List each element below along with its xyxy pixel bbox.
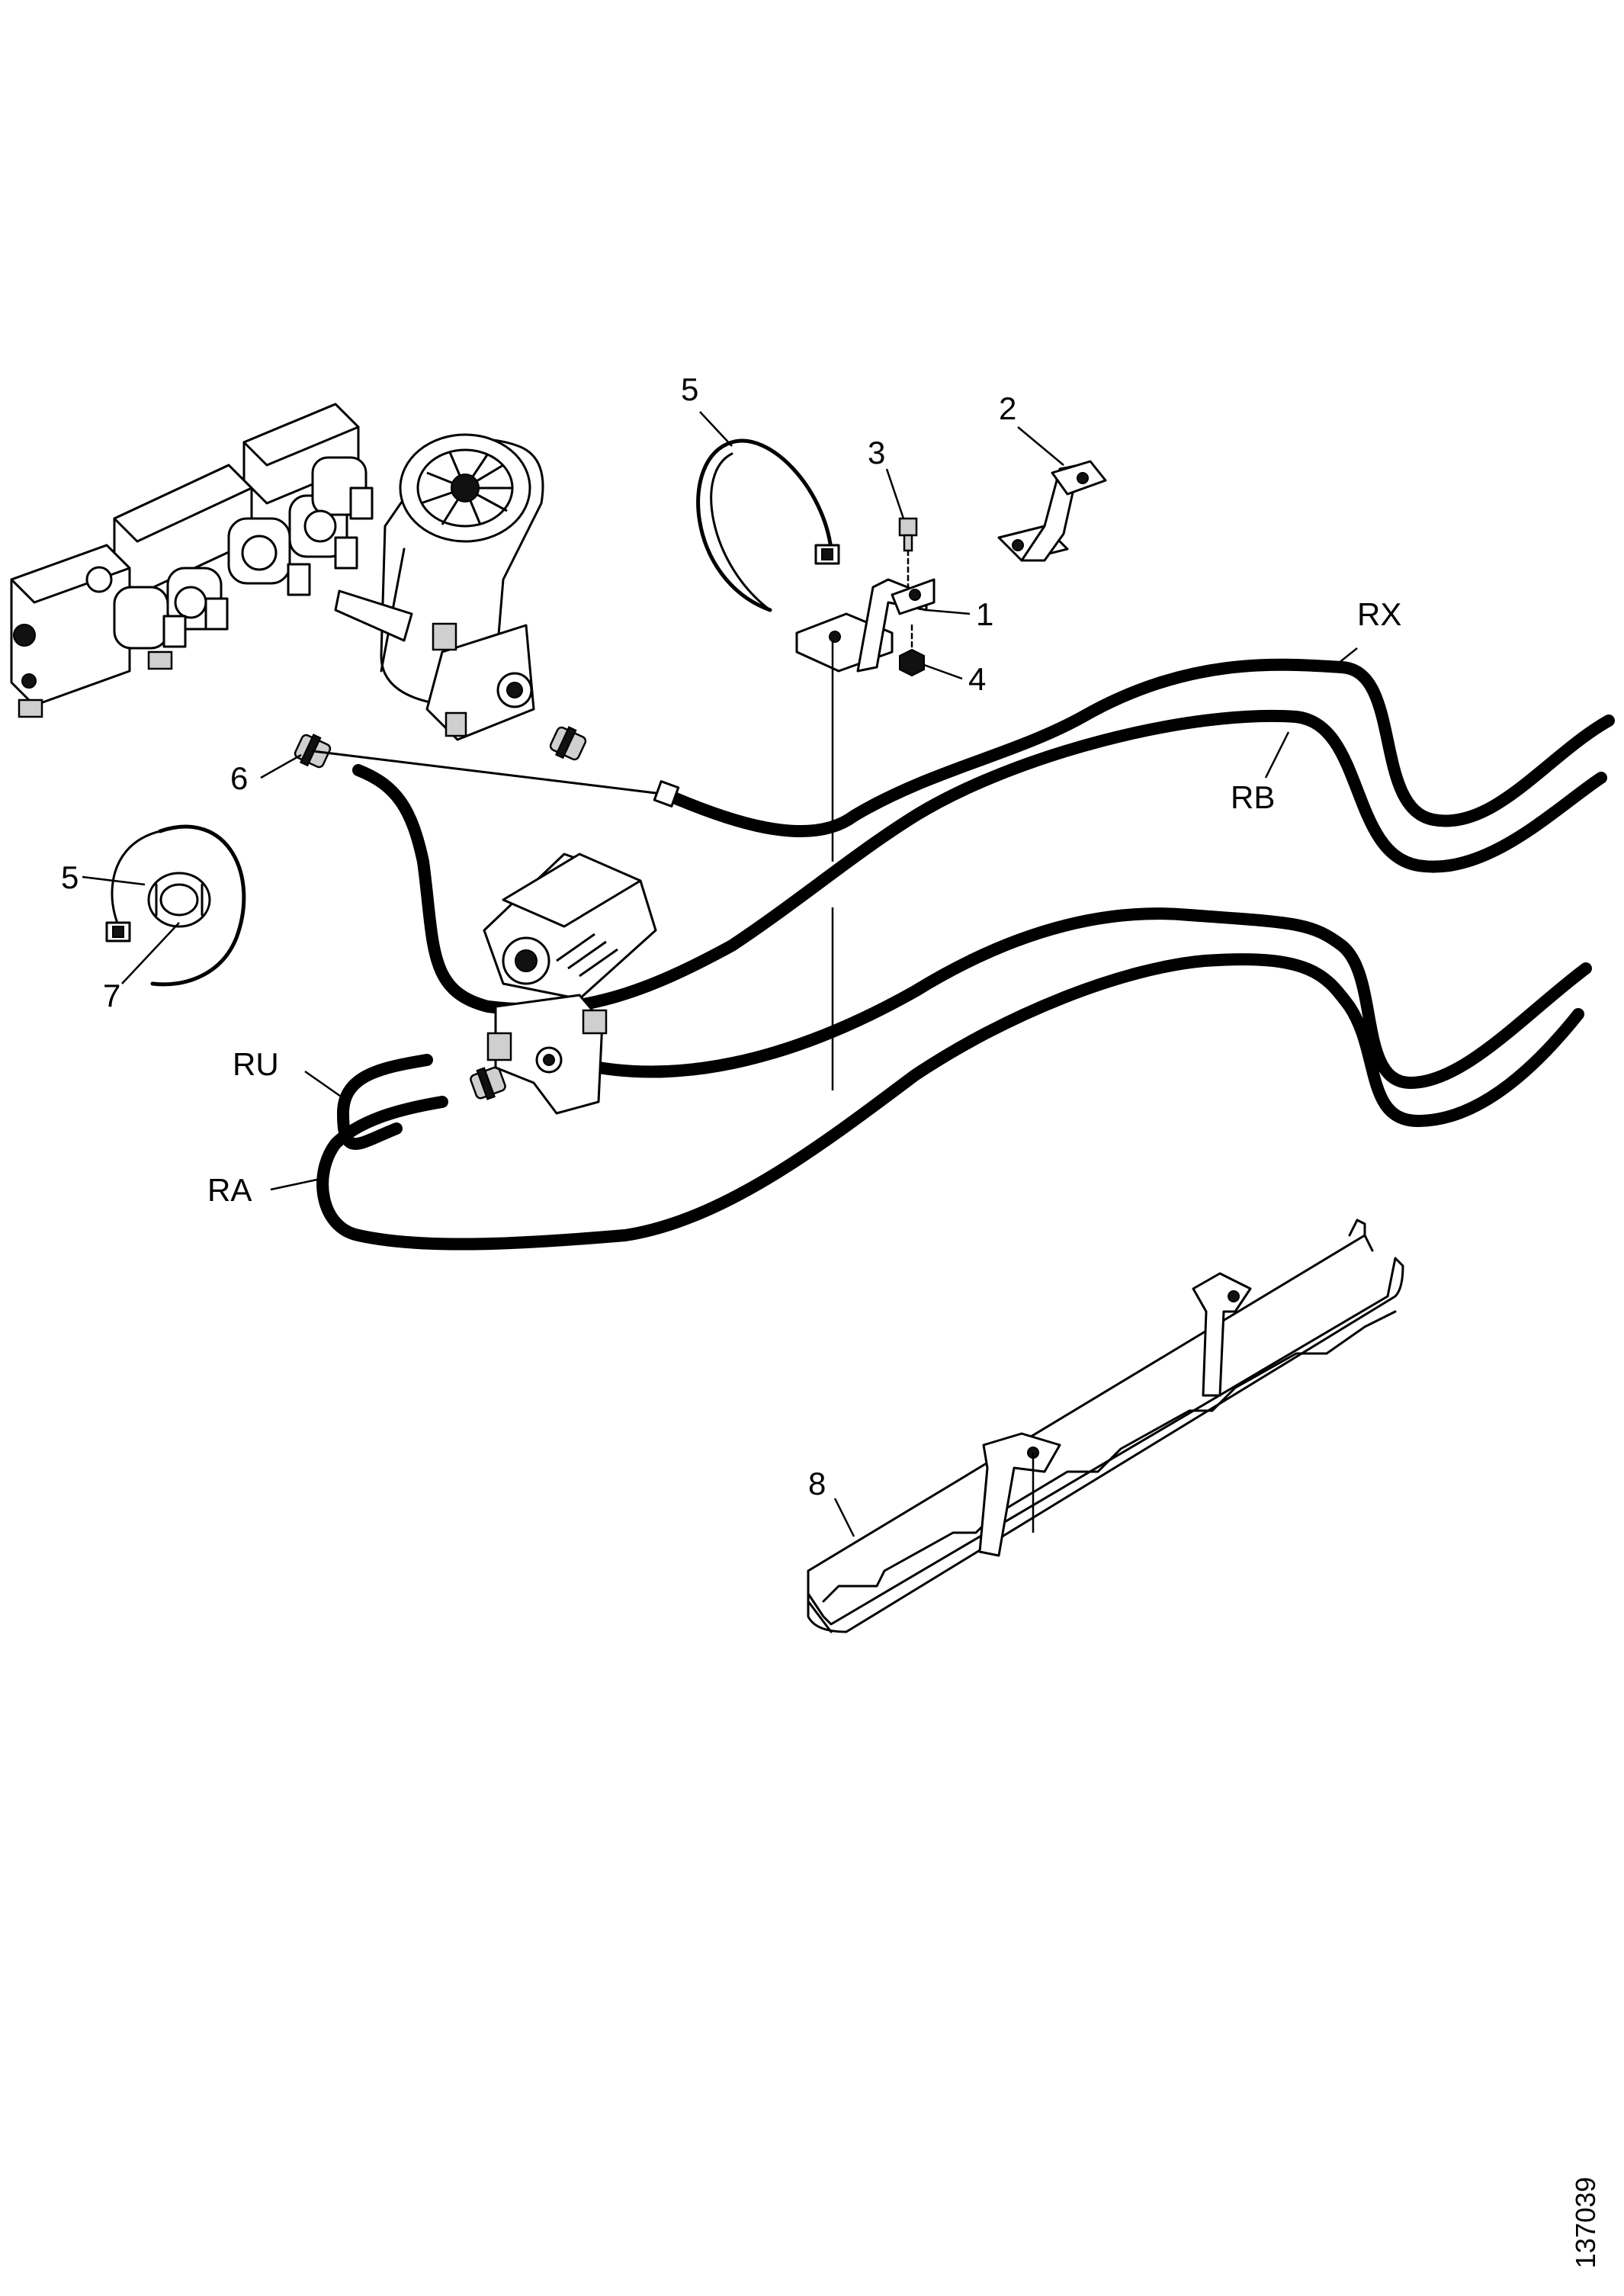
callout-3: 3 [868, 435, 885, 470]
nut-4 [899, 624, 925, 677]
air-dryer [334, 433, 544, 741]
leader-lines [82, 411, 1358, 1537]
bracket-1 [795, 578, 936, 673]
bracket-2 [997, 460, 1107, 562]
callout-8: 8 [808, 1466, 826, 1501]
callout-4: 4 [968, 661, 986, 697]
callout-1: 1 [976, 596, 993, 632]
callout-5-upper: 5 [681, 371, 698, 407]
callout-rb: RB [1231, 779, 1275, 815]
bolt-3 [898, 517, 918, 592]
callout-6: 6 [230, 760, 248, 796]
callout-7: 7 [103, 978, 120, 1013]
callout-2: 2 [999, 390, 1016, 426]
callout-ru: RU [233, 1046, 279, 1082]
drawing-number: 137039 [1570, 2177, 1601, 2269]
connector-fittings [294, 726, 657, 1100]
hose-clamp-left [105, 824, 246, 987]
valve-block-assembly [10, 403, 374, 718]
callout-rx: RX [1357, 596, 1401, 632]
channel-bracket-8 [807, 1219, 1404, 1633]
callout-5-left: 5 [61, 859, 79, 895]
callout-ra: RA [207, 1172, 252, 1208]
bushing-7 [147, 872, 211, 928]
relay-valve [483, 853, 657, 1115]
hose-clamp-upper [696, 438, 840, 612]
air-lines [316, 658, 1615, 1251]
